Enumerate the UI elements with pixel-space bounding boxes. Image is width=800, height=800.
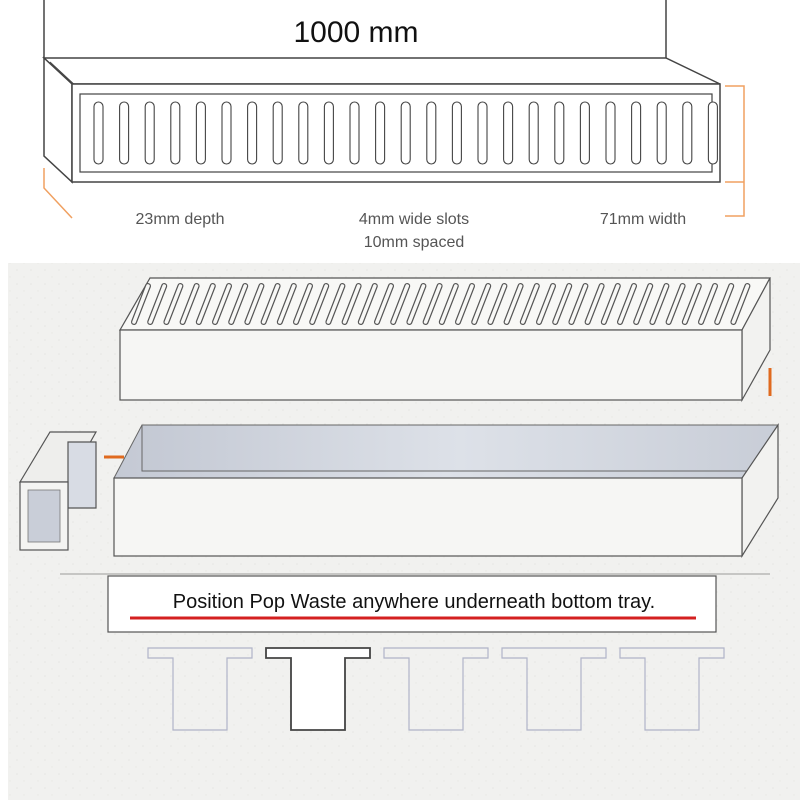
grate-slot: [221, 101, 232, 165]
pop-waste: [501, 647, 607, 731]
slots-label-line2: 10mm spaced: [364, 234, 465, 251]
grate-slot: [426, 101, 437, 165]
grate-slot: [144, 101, 155, 165]
grate-slot-angled-inner: [569, 284, 588, 324]
grate-slot: [554, 101, 565, 165]
grate-slot-angled-inner: [618, 284, 636, 324]
grate-slot: [528, 101, 539, 165]
grate-slot-angled-inner: [180, 284, 199, 324]
grate-slot-angled-inner: [650, 284, 669, 324]
grate-front-face: [119, 329, 743, 401]
grate-slot-angled-inner: [229, 284, 247, 324]
grate-slot-angled-inner: [699, 284, 717, 324]
grate-slot-angled-inner: [164, 284, 183, 324]
end-cap-inner: [27, 489, 61, 543]
grate-slot-angled-inner: [375, 284, 393, 324]
grate-slot-angled-inner: [553, 284, 572, 324]
grate-slot-angled-inner: [342, 284, 361, 324]
grate-slot-angled-inner: [439, 284, 458, 324]
grate-slot-angled-inner: [294, 284, 312, 324]
channel-top-face: [42, 57, 721, 85]
grate-slot: [503, 101, 514, 165]
grate-slot-angled-inner: [537, 284, 555, 324]
pop-waste: [147, 647, 253, 731]
pop-waste-highlighted: [265, 647, 371, 731]
grate-slot: [298, 101, 309, 165]
grate-slot-angled-inner: [682, 284, 701, 324]
exploded-view-panel: Position Pop Waste anywhere underneath b…: [8, 263, 800, 800]
grate-slot: [93, 101, 104, 165]
grate-slot-angled-inner: [148, 284, 166, 324]
grate-slot-angled-inner: [391, 284, 410, 324]
end-cap-back: [67, 441, 97, 509]
grate-piece: [118, 277, 772, 403]
grate-slot: [170, 101, 181, 165]
grate-slot-angled-inner: [488, 284, 507, 324]
grate-slot-angled-inner: [601, 284, 620, 324]
grate-slot: [656, 101, 667, 165]
grate-slot: [579, 101, 590, 165]
grate-slot-angled-inner: [310, 284, 329, 324]
grate-slot-angled-inner: [666, 284, 685, 324]
grate-slot: [195, 101, 206, 165]
grate-slot-angled-inner: [261, 284, 280, 324]
grate-slot-angled-inner: [456, 284, 474, 324]
caption-frame: [107, 575, 717, 633]
grate-slot-angled-inner: [358, 284, 377, 324]
slots-label-line1: 4mm wide slots: [359, 211, 469, 228]
pop-waste: [619, 647, 725, 731]
grate-slot: [451, 101, 462, 165]
grate-slot: [247, 101, 258, 165]
grate-slot-angled-inner: [213, 284, 231, 324]
tray-back-wall: [141, 424, 779, 472]
grate-slot: [119, 101, 130, 165]
grate-slot-angled-inner: [326, 284, 345, 324]
grate-slot: [400, 101, 411, 165]
grate-slot: [349, 101, 360, 165]
grate-slot-angled-inner: [472, 284, 491, 324]
grate-slot-angled-inner: [585, 284, 604, 324]
grate-slot: [605, 101, 616, 165]
grate-slot-angled-inner: [245, 284, 264, 324]
grate-slot-angled-inner: [423, 284, 442, 324]
grate-slot-angled-inner: [277, 284, 296, 324]
pop-waste: [383, 647, 489, 731]
pop-waste-row: [147, 647, 725, 731]
grate-slot-angled-inner: [520, 284, 539, 324]
caption-box: Position Pop Waste anywhere underneath b…: [107, 575, 717, 633]
grate-slot-angled-inner: [715, 284, 734, 324]
tray-front-face: [113, 477, 743, 557]
drain-channel: [42, 56, 721, 184]
caption-text: Position Pop Waste anywhere underneath b…: [173, 591, 656, 613]
depth-bracket: [43, 168, 73, 219]
grate-slot: [375, 101, 386, 165]
depth-label: 23mm depth: [136, 211, 225, 228]
grate-slot-angled-inner: [407, 284, 426, 324]
width-bracket: [725, 85, 745, 217]
end-cap: [18, 431, 124, 551]
grate-slot-angled-inner: [132, 284, 150, 324]
grate-slot-angled-inner: [197, 284, 215, 324]
length-label: 1000 mm: [293, 16, 418, 49]
grate-slot-angled-inner: [634, 284, 653, 324]
top-panel: 1000 mm 23mm depth 4mm wide slots 10mm s…: [42, 0, 745, 251]
grate-slot: [323, 101, 334, 165]
bottom-tray: [113, 423, 779, 559]
grate-slot-angled-inner: [504, 284, 523, 324]
width-label: 71mm width: [600, 211, 686, 228]
grate-angled-slots: [131, 283, 751, 325]
grate-slot: [707, 101, 718, 165]
grate-slot: [631, 101, 642, 165]
grate-slot-angled-inner: [731, 284, 750, 324]
grate-slots: [93, 101, 718, 165]
grate-slot: [272, 101, 283, 165]
grate-slot: [477, 101, 488, 165]
grate-slot: [682, 101, 693, 165]
